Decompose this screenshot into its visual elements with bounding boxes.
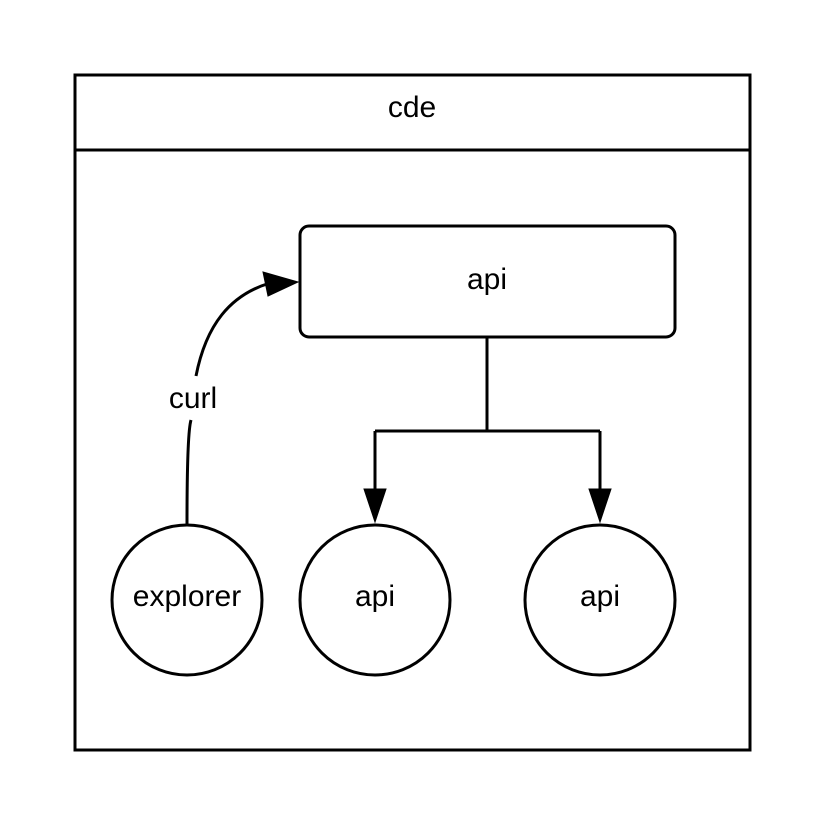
container-title: cde xyxy=(388,91,436,124)
arrowhead-api-right xyxy=(588,488,612,524)
node-api-right: api xyxy=(523,523,677,677)
api-right-circle xyxy=(523,523,677,677)
curl-label: curl xyxy=(169,382,217,415)
explorer-circle xyxy=(110,523,264,677)
arrowhead-curl xyxy=(262,271,300,297)
api-right-label: api xyxy=(580,580,620,613)
node-api-left: api xyxy=(298,523,452,677)
arrowhead-api-left xyxy=(363,488,387,524)
edge-curl: curl xyxy=(169,271,300,525)
node-api-main: api xyxy=(298,224,677,339)
connector-api-branch xyxy=(363,337,612,524)
node-explorer: explorer xyxy=(110,523,264,677)
api-left-label: api xyxy=(355,580,395,613)
explorer-label: explorer xyxy=(133,580,241,613)
api-left-circle xyxy=(298,523,452,677)
branch-line xyxy=(373,337,602,496)
api-main-label: api xyxy=(467,263,507,296)
curl-curve xyxy=(185,281,271,525)
